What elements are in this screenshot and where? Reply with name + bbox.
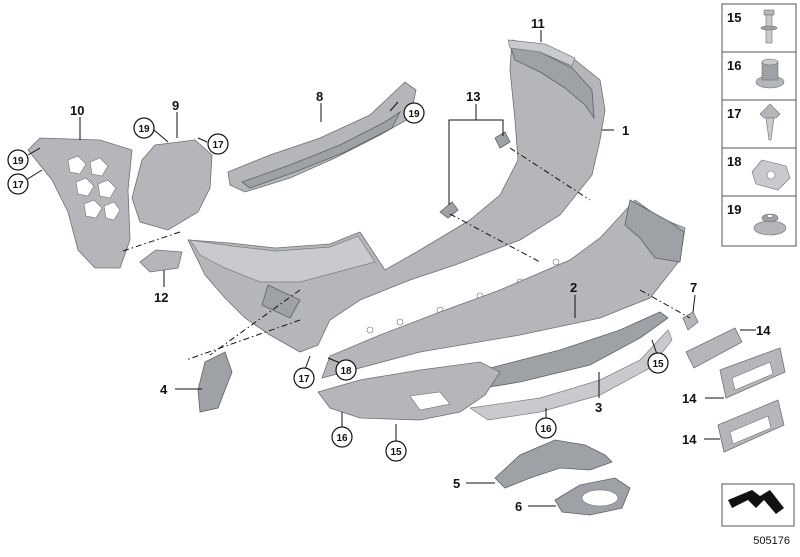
legend-label-19: 19 xyxy=(727,202,741,217)
callout-11: 11 xyxy=(531,16,545,31)
small-clips xyxy=(439,131,511,219)
diagram-reference-number: 505176 xyxy=(753,535,790,547)
circle-19-beam: 19 xyxy=(408,109,420,120)
legend-label-17: 17 xyxy=(727,106,741,121)
license-plate-frames xyxy=(685,327,786,453)
circle-19-bracket: 19 xyxy=(138,124,150,135)
assembly-lines xyxy=(119,147,691,361)
legend-item-16: 16 xyxy=(727,58,785,89)
legend-item-19: 19 xyxy=(727,202,787,236)
cap-nut-icon xyxy=(755,58,785,89)
legend-label-16: 16 xyxy=(727,58,741,73)
callout-10: 10 xyxy=(70,103,84,118)
callout-8: 8 xyxy=(316,89,323,104)
circle-17-lower: 17 xyxy=(298,374,310,385)
side-reflector xyxy=(197,351,233,413)
callout-3: 3 xyxy=(595,400,602,415)
circle-16-diffuser: 16 xyxy=(540,424,552,435)
legend-label-15: 15 xyxy=(727,10,741,25)
legend-item-17: 17 xyxy=(727,103,781,141)
legend-item-15: 15 xyxy=(727,9,778,44)
leader-lines xyxy=(25,30,756,507)
rear-bumper-cover xyxy=(187,39,606,353)
legend-label-18: 18 xyxy=(727,154,741,169)
callout-13: 13 xyxy=(466,89,480,104)
collar-nut-icon xyxy=(753,213,787,236)
top-trim-strip xyxy=(507,39,576,67)
bolt-icon xyxy=(760,9,778,44)
circle-18-lower: 18 xyxy=(340,366,352,377)
lower-support-rail xyxy=(321,199,686,379)
circle-15-rail: 15 xyxy=(652,359,664,370)
callout-2: 2 xyxy=(570,280,577,295)
side-bracket xyxy=(131,139,213,231)
callout-14-top: 14 xyxy=(756,323,771,338)
bracket-plate xyxy=(139,249,183,273)
fastener-callouts: 19 17 19 17 19 17 18 15 16 16 15 xyxy=(7,102,669,462)
circle-19-left: 19 xyxy=(12,156,24,167)
callout-14-middle: 14 xyxy=(682,391,697,406)
circle-17-bracket: 17 xyxy=(212,140,224,151)
part-number-labels: 1 2 3 4 5 6 7 8 9 10 11 12 13 14 14 14 xyxy=(70,16,771,514)
callout-5: 5 xyxy=(453,476,460,491)
honeycomb-cells xyxy=(67,155,121,221)
callout-12: 12 xyxy=(154,290,168,305)
legend-item-18: 18 xyxy=(727,154,791,191)
callout-14-bottom: 14 xyxy=(682,432,697,447)
lower-trim-panel xyxy=(317,361,501,421)
callout-4: 4 xyxy=(160,382,168,397)
circle-17-left: 17 xyxy=(12,180,24,191)
circle-15-trim: 15 xyxy=(390,447,402,458)
screw-icon xyxy=(759,103,781,141)
callout-7: 7 xyxy=(690,280,697,295)
fastener-legend: 15 16 17 18 xyxy=(721,3,797,247)
honeycomb-bracket xyxy=(27,137,133,269)
exhaust-bracket xyxy=(494,439,613,489)
orientation-indicator xyxy=(721,483,795,527)
exhaust-tip xyxy=(554,477,631,516)
trim-clip xyxy=(682,311,699,331)
callout-1: 1 xyxy=(622,123,629,138)
circle-16-trim: 16 xyxy=(336,433,348,444)
callout-6: 6 xyxy=(515,499,522,514)
callout-9: 9 xyxy=(172,98,179,113)
clip-nut-icon xyxy=(751,159,791,191)
direction-arrow-icon xyxy=(728,490,784,514)
